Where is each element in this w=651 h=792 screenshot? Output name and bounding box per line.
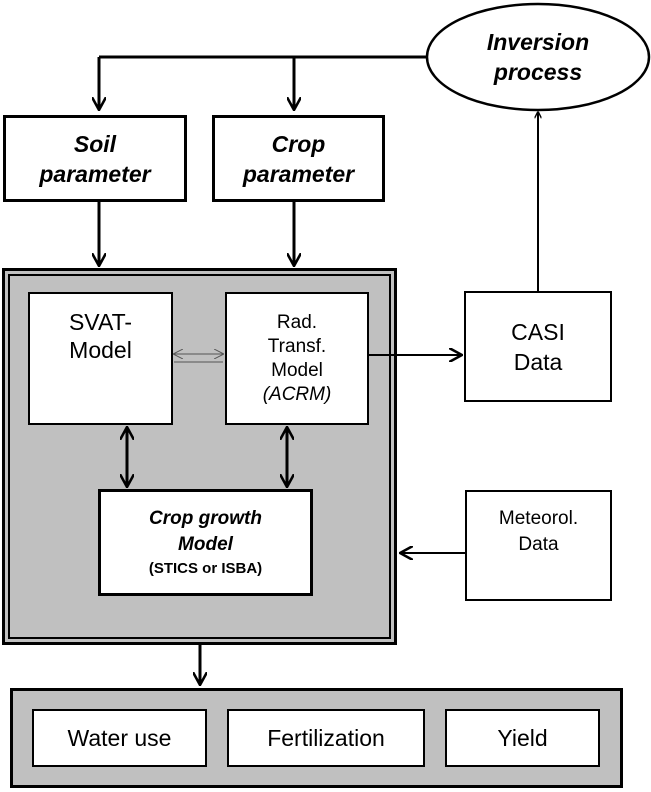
water-use-box: Water use: [32, 709, 207, 767]
rtm-line3: Model: [271, 359, 323, 381]
casi-data-box: CASI Data: [464, 291, 612, 402]
crop-growth-line3: (STICS or ISBA): [148, 559, 263, 577]
soil-line2: parameter: [39, 160, 151, 187]
crop-param-line1: Crop: [271, 130, 326, 157]
inversion-process-node: Inversion process: [440, 20, 636, 94]
crop-growth-line2: Model: [178, 533, 233, 555]
svat-line2: Model: [69, 337, 132, 363]
water-use-label: Water use: [67, 724, 172, 751]
yield-box: Yield: [445, 709, 600, 767]
crop-param-line2: parameter: [242, 160, 355, 187]
casi-line1: CASI: [511, 318, 565, 345]
meteorol-data-box: Meteorol. Data: [465, 490, 612, 601]
meteo-line1: Meteorol.: [498, 508, 579, 529]
rtm-line2: Transf.: [267, 335, 327, 357]
casi-line2: Data: [513, 348, 563, 375]
crop-parameter-box: Crop parameter: [212, 115, 385, 202]
rtm-line1: Rad.: [276, 311, 318, 333]
crop-growth-line1: Crop growth: [149, 507, 262, 529]
crop-growth-model-box: Crop growth Model (STICS or ISBA): [98, 489, 313, 596]
inversion-line2: process: [493, 59, 583, 85]
soil-parameter-box: Soil parameter: [3, 115, 187, 202]
soil-line1: Soil: [73, 130, 117, 157]
svat-line1: SVAT-: [68, 309, 133, 335]
fertilization-box: Fertilization: [227, 709, 425, 767]
rtm-line4: (ACRM): [262, 383, 332, 405]
rad-transf-model-box: Rad. Transf. Model (ACRM): [225, 292, 369, 425]
fertilization-label: Fertilization: [267, 724, 385, 751]
inversion-line1: Inversion: [486, 29, 590, 55]
model-panel-inner-border: [8, 274, 391, 639]
inversion-process-ellipse: [425, 2, 651, 112]
meteo-line2: Data: [518, 534, 559, 555]
yield-label: Yield: [497, 724, 548, 751]
svat-model-box: SVAT- Model: [28, 292, 173, 425]
